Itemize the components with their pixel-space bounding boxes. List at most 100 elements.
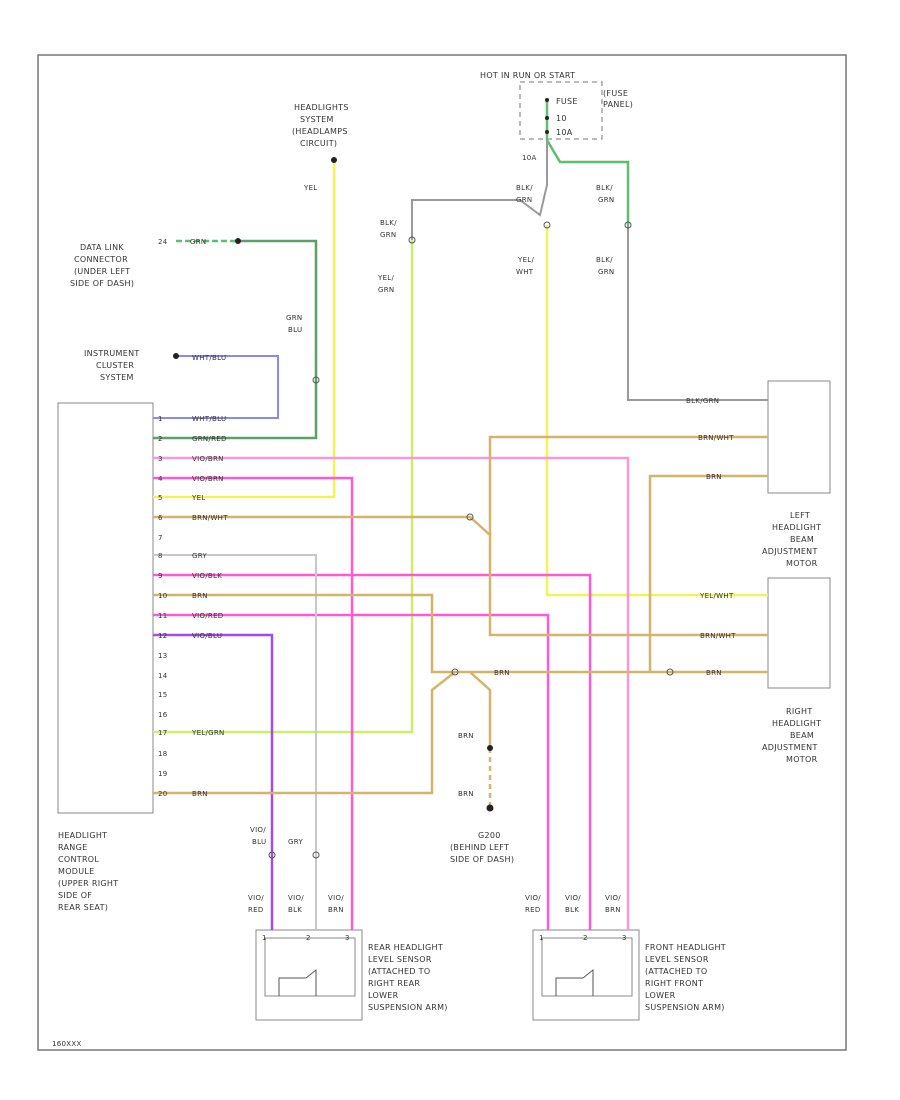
hot-in-run-label: HOT IN RUN OR START <box>480 71 575 80</box>
right-motor-label-3: BEAM <box>790 731 814 740</box>
pin-15: 15 <box>158 691 168 699</box>
fuse-terminal-mid <box>545 116 549 120</box>
data-link-label-4: SIDE OF DASH) <box>70 279 134 288</box>
pin-4: 4 <box>158 475 163 483</box>
pin-5: 5 <box>158 494 163 502</box>
rear-wire-3b: BRN <box>328 906 344 914</box>
headlights-system-label-4: CIRCUIT) <box>300 139 337 148</box>
module-wire-9: VIO/BLK <box>192 572 222 580</box>
module-label-2: RANGE <box>58 843 87 852</box>
module-wire-17: YEL/GRN <box>191 729 225 737</box>
module-wire-6: BRN/WHT <box>192 514 228 522</box>
rear-level-sensor-inner <box>264 937 356 997</box>
left-motor-label-5: MOTOR <box>786 559 818 568</box>
fuse-panel-label-2: PANEL) <box>603 100 633 109</box>
module-label-3: CONTROL <box>58 855 99 864</box>
right-headlight-beam-adjustment-motor <box>767 577 831 689</box>
rear-sensor-label-1: REAR HEADLIGHT <box>368 943 443 952</box>
wire-blk-grn-right2-label-1: BLK/ <box>596 256 613 264</box>
wire-headlights-yel <box>153 160 336 499</box>
wire-blk-grn-right-label-1: BLK/ <box>596 184 613 192</box>
pin-11: 11 <box>158 612 168 620</box>
headlights-system-dot <box>331 157 337 163</box>
diagram-border <box>37 54 847 1051</box>
wire-brn-ground <box>469 671 492 748</box>
module-label-4: MODULE <box>58 867 95 876</box>
front-wire-1a: VIO/ <box>525 894 541 902</box>
rear-wire-2a: VIO/ <box>288 894 304 902</box>
front-sensor-wire-labels: VIO/ RED VIO/ BLK VIO/ BRN 1 2 3 <box>525 894 627 942</box>
ground-dot <box>486 804 494 812</box>
rear-conn-2: 2 <box>306 934 311 942</box>
wire-grn-label: GRN <box>190 238 206 246</box>
module-wire-1: WHT/BLU <box>192 415 226 423</box>
wire-vio-blk-9 <box>153 573 592 930</box>
front-conn-2: 2 <box>583 934 588 942</box>
pin-17: 17 <box>158 729 168 737</box>
wire-vio-brn-4 <box>153 476 354 930</box>
rear-conn-1: 1 <box>262 934 267 942</box>
instrument-cluster-label-2: CLUSTER <box>96 361 134 370</box>
rear-sensor-label-6: SUSPENSION ARM) <box>368 1003 448 1012</box>
pin-18: 18 <box>158 750 168 758</box>
module-label-7: REAR SEAT) <box>58 903 108 912</box>
wire-blk-grn-right2-label-2: GRN <box>598 268 614 276</box>
connector-c6 <box>268 851 276 859</box>
front-sensor-label-1: FRONT HEADLIGHT <box>645 943 726 952</box>
pin-6: 6 <box>158 514 163 522</box>
rear-wire-1a: VIO/ <box>248 894 264 902</box>
module-wire-4: VIO/BRN <box>192 475 224 483</box>
mid-brn-label: BRN <box>494 669 510 677</box>
diagram-id: 160XXX <box>52 1040 82 1048</box>
right-motor-label-5: MOTOR <box>786 755 818 764</box>
wire-blk-grn-label-2: GRN <box>380 231 396 239</box>
fuse-panel-box <box>519 81 603 140</box>
wire-yel-label: YEL <box>303 184 318 192</box>
wire-yel-grn-label-1: YEL/ <box>377 274 394 282</box>
wire-yel-wht-label-1: YEL/ <box>517 256 534 264</box>
pin-20: 20 <box>158 790 168 798</box>
pin-2: 2 <box>158 435 163 443</box>
front-conn-3: 3 <box>622 934 627 942</box>
front-sensor-label-2: LEVEL SENSOR <box>645 955 709 964</box>
ground-brn-1: BRN <box>458 732 474 740</box>
right-motor-label-4: ADJUSTMENT <box>762 743 818 752</box>
wire-data-link <box>153 239 318 440</box>
front-sensor-label-5: LOWER <box>645 991 676 1000</box>
left-motor-label: LEFT HEADLIGHT BEAM ADJUSTMENT MOTOR <box>762 511 821 568</box>
module-wire-11: VIO/RED <box>192 612 224 620</box>
ground-brn-2: BRN <box>458 790 474 798</box>
left-motor-blk-grn: BLK/GRN <box>686 397 719 405</box>
wire-wht-blu-label: WHT/BLU <box>192 354 226 362</box>
ground-label-1: G200 <box>478 831 501 840</box>
wire-brn-wht-left-motor <box>488 435 768 535</box>
wire-yel-grn-label-2: GRN <box>378 286 394 294</box>
front-level-sensor-inner <box>541 937 633 997</box>
vio-blu-vertical-label-1: VIO/ <box>250 826 266 834</box>
left-motor-brn: BRN <box>706 473 722 481</box>
wire-grn-blu-label-1: GRN <box>286 314 302 322</box>
connector-c1 <box>312 376 320 384</box>
wire-gry-8 <box>153 554 317 930</box>
front-wire-2a: VIO/ <box>565 894 581 902</box>
wire-brn-10 <box>153 593 650 674</box>
front-wire-3a: VIO/ <box>605 894 621 902</box>
pin-3: 3 <box>158 455 163 463</box>
fuse-terminal-bot <box>545 130 549 134</box>
right-motor-brn-wht: BRN/WHT <box>700 632 736 640</box>
module-wire-8: GRY <box>192 552 207 560</box>
left-motor-label-1: LEFT <box>790 511 810 520</box>
module-label-1: HEADLIGHT <box>58 831 107 840</box>
instrument-cluster-dot <box>173 353 179 359</box>
module-wire-5: YEL <box>191 494 206 502</box>
wire-fuse-feed <box>545 100 630 225</box>
pin-19: 19 <box>158 770 168 778</box>
wire-vio-brn-3 <box>153 456 630 930</box>
ground-splice-dot <box>487 745 493 751</box>
splice-node-2 <box>451 668 459 676</box>
fuse-label-1: FUSE <box>556 97 578 106</box>
wire-brn-20 <box>153 671 456 795</box>
headlights-system-label-2: SYSTEM <box>300 115 334 124</box>
right-motor-brn: BRN <box>706 669 722 677</box>
rear-conn-3: 3 <box>345 934 350 942</box>
